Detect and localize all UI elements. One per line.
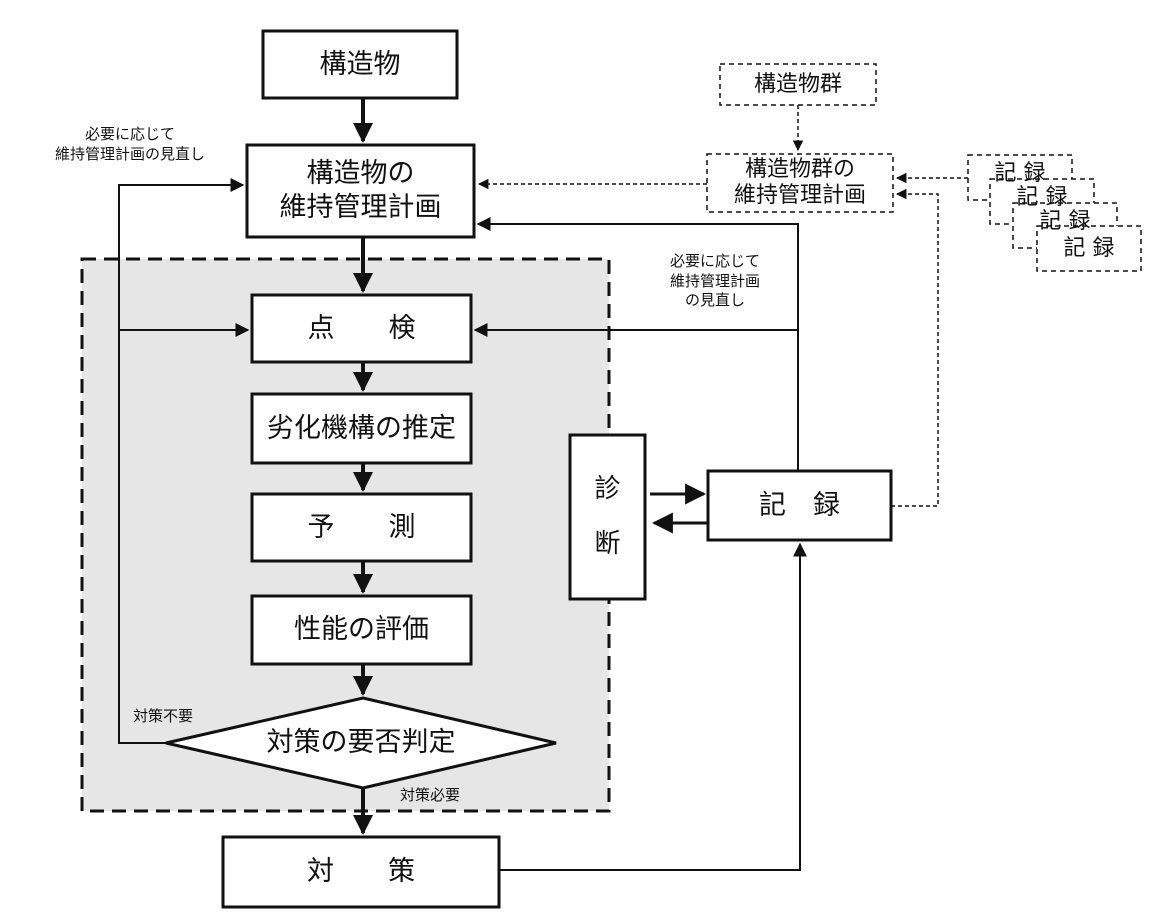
- diagnosis-box: [568, 433, 647, 601]
- countermeasure-to-record-line: [499, 542, 807, 871]
- structure-group-label: 構造物群: [753, 71, 842, 97]
- group-plan-box: [706, 153, 894, 213]
- structure-group-box: [719, 63, 877, 106]
- inspection-label: 点 検: [307, 312, 416, 344]
- inspection-box: [250, 293, 473, 364]
- structure-box: [261, 29, 459, 100]
- record-box: [706, 469, 893, 542]
- prediction-box: [250, 492, 473, 563]
- diagnosis-char-2: 断: [594, 529, 621, 559]
- countermeasure-label: 対 策: [307, 856, 415, 888]
- stacked-record-label-4: 記 録: [1063, 235, 1115, 261]
- structure-label: 構造物: [319, 48, 401, 80]
- diagnosis-char-1: 診: [594, 474, 621, 505]
- review-note-left: 必要に応じて 維持管理計画の見直し: [54, 125, 205, 163]
- performance-label: 性能の評価: [294, 614, 429, 646]
- no-measure-label: 対策不要: [133, 707, 194, 725]
- record-to-plan-line: [476, 217, 799, 471]
- group-plan-label: 構造物群の 維持管理計画: [733, 156, 866, 208]
- stacked-record-label-3: 記 録: [1039, 209, 1091, 230]
- record-to-group-plan-line: [891, 188, 939, 507]
- prediction-label: 予 測: [307, 511, 416, 543]
- review-note-right: 必要に応じて 維持管理計画 の見直し: [669, 252, 760, 309]
- loop-no-measure: [118, 178, 245, 744]
- record-label: 記 録: [759, 489, 840, 521]
- deterioration-label: 劣化機構の推定: [267, 412, 456, 444]
- stacked-record-box-4: [1036, 225, 1142, 272]
- stacked-record-label-2: 記 録: [1016, 185, 1068, 206]
- decision-label: 対策の要否判定: [266, 727, 456, 759]
- maintenance-plan-box: [245, 143, 476, 239]
- deterioration-box: [250, 392, 473, 465]
- maintenance-plan-label: 構造物の 維持管理計画: [279, 158, 442, 223]
- performance-box: [250, 594, 473, 666]
- diagnosis-label: 診 断: [570, 435, 645, 599]
- measure-needed-label: 対策必要: [400, 786, 461, 804]
- countermeasure-box: [221, 835, 501, 909]
- stacked-record-label-1: 記 録: [994, 161, 1046, 182]
